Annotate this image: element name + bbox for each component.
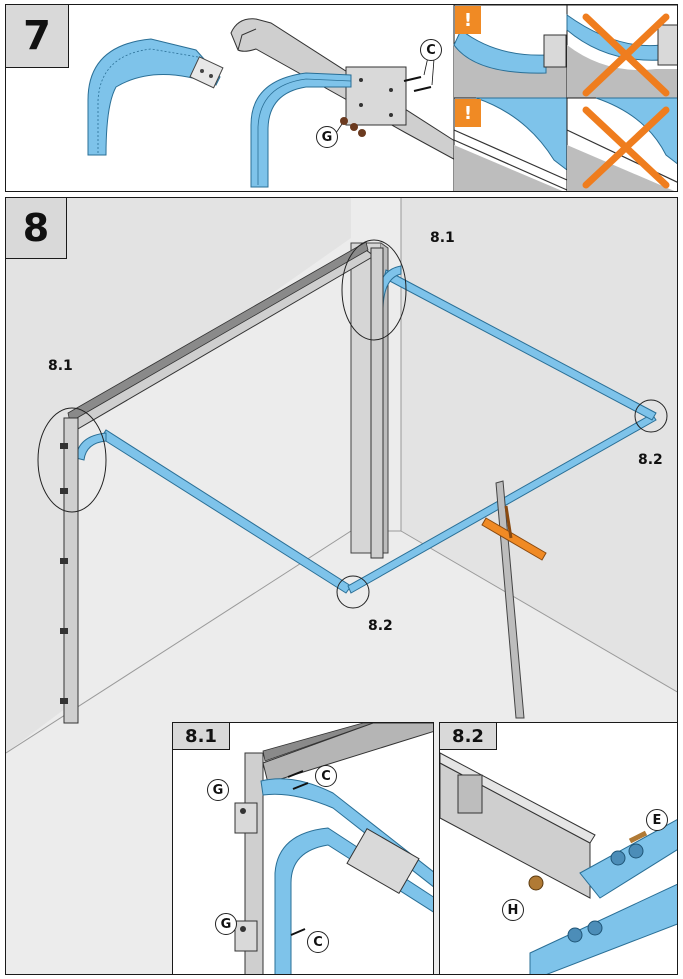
detail-8-1-panel: 8.1 G C G C — [172, 722, 434, 974]
inset-warning-1 — [453, 5, 568, 99]
curved-rail-piece — [87, 38, 224, 156]
screw-parts — [403, 56, 435, 92]
warning-mark: ! — [463, 102, 473, 124]
step-7-illustration — [87, 5, 677, 191]
detail-8-1-illustration — [234, 723, 433, 974]
label-screw-c: C — [420, 39, 442, 61]
detail-8-1-label-c1: C — [315, 765, 337, 787]
step-7-panel: 7 — [5, 4, 678, 192]
step-8-number: 8 — [6, 198, 67, 259]
nut-parts — [335, 117, 366, 137]
detail-8-1-label-c2: C — [307, 931, 329, 953]
detail-8-2-title: 8.2 — [440, 723, 497, 750]
detail-8-2-panel: 8.2 E H — [439, 722, 677, 974]
warning-badge-2: ! — [455, 99, 481, 127]
warning-mark: ! — [463, 9, 473, 31]
step-8-panel: 8 — [5, 197, 678, 975]
attached-curved-rail — [250, 72, 352, 188]
callout-bottom-mid: 8.2 — [368, 618, 393, 634]
detail-8-2-label-h: H — [502, 899, 524, 921]
detail-8-1-label-g2: G — [215, 913, 237, 935]
detail-8-2-illustration — [440, 752, 677, 974]
detail-8-1-label-g1: G — [207, 779, 229, 801]
detail-8-2-label-e: E — [646, 809, 668, 831]
step-7-number: 7 — [6, 5, 69, 68]
inset-cross-2 — [566, 97, 677, 191]
inset-cross-1 — [566, 5, 677, 99]
warning-badge-1: ! — [455, 6, 481, 34]
callout-left-top: 8.1 — [48, 358, 73, 374]
callout-right-end: 8.2 — [638, 452, 663, 468]
detail-8-1-title: 8.1 — [173, 723, 230, 750]
label-nut-g: G — [316, 126, 338, 148]
callout-right-top: 8.1 — [430, 230, 455, 246]
